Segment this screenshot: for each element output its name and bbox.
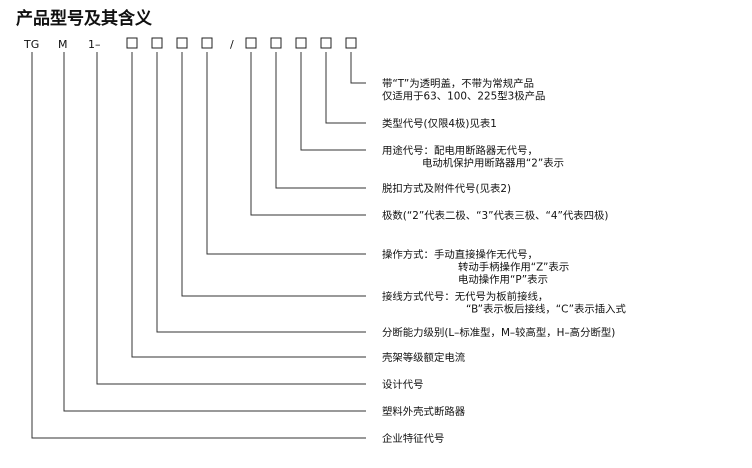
page-title: 产品型号及其含义 [16, 9, 152, 29]
leader-enterprise-code [31, 52, 366, 439]
label-mccb-line-1: 塑料外壳式断路器 [382, 405, 466, 418]
label-transparent-cover-line-1: 带“T”为透明盖，不带为常规产品 [382, 77, 534, 90]
label-usage-code-line-1: 用途代号：配电用断路器无代号， [382, 144, 538, 157]
label-operation-line-2: 转动手柄操作用“Z”表示 [458, 261, 569, 274]
leader-usage-code [300, 52, 366, 151]
code-frame: 1– [88, 38, 101, 51]
leader-design-code [96, 52, 366, 385]
label-frame-current-line-1: 壳架等级额定电流 [382, 351, 466, 364]
leader-breaking-capacity [156, 52, 366, 333]
leader-mccb [63, 52, 366, 412]
code-box-8 [320, 37, 332, 49]
code-box-7 [295, 37, 307, 49]
label-transparent-cover-line-2: 仅适用于63、100、225型3极产品 [382, 90, 545, 103]
leader-wiring [181, 52, 366, 297]
leader-operation [206, 52, 366, 255]
leader-type-code [325, 52, 366, 124]
label-release-accessory-line-1: 脱扣方式及附件代号(见表2) [382, 182, 511, 195]
label-usage-code-line-2: 电动机保护用断路器用“2”表示 [422, 157, 564, 170]
code-box-6 [270, 37, 282, 49]
code-slash: / [230, 38, 234, 51]
code-box-2 [151, 37, 163, 49]
label-breaking-capacity-line-1: 分断能力级别(L–标准型，M–较高型，H–高分断型) [382, 326, 615, 339]
leader-poles [250, 52, 366, 216]
code-box-9 [345, 37, 357, 49]
label-poles-line-1: 极数(“2”代表二极、“3”代表三极、“4”代表四极) [382, 209, 609, 222]
label-type-code-line-1: 类型代号(仅限4极)见表1 [382, 117, 497, 130]
label-wiring-line-1: 接线方式代号：无代号为板前接线， [382, 290, 548, 303]
label-wiring-line-2: “B”表示板后接线，“C”表示插入式 [466, 303, 627, 316]
leader-release-accessory [275, 52, 366, 189]
label-enterprise-code-line-1: 企业特征代号 [382, 432, 444, 445]
code-box-3 [176, 37, 188, 49]
leader-transparent-cover [350, 52, 366, 84]
code-box-1 [126, 37, 138, 49]
code-prefix: TG [23, 38, 39, 51]
code-m: M [58, 38, 68, 51]
code-box-4 [201, 37, 213, 49]
label-design-code-line-1: 设计代号 [382, 378, 424, 391]
label-operation-line-1: 操作方式：手动直接操作无代号， [382, 248, 538, 261]
leader-frame-current [131, 52, 366, 358]
label-operation-line-3: 电动操作用“P”表示 [458, 273, 548, 286]
code-box-5 [245, 37, 257, 49]
